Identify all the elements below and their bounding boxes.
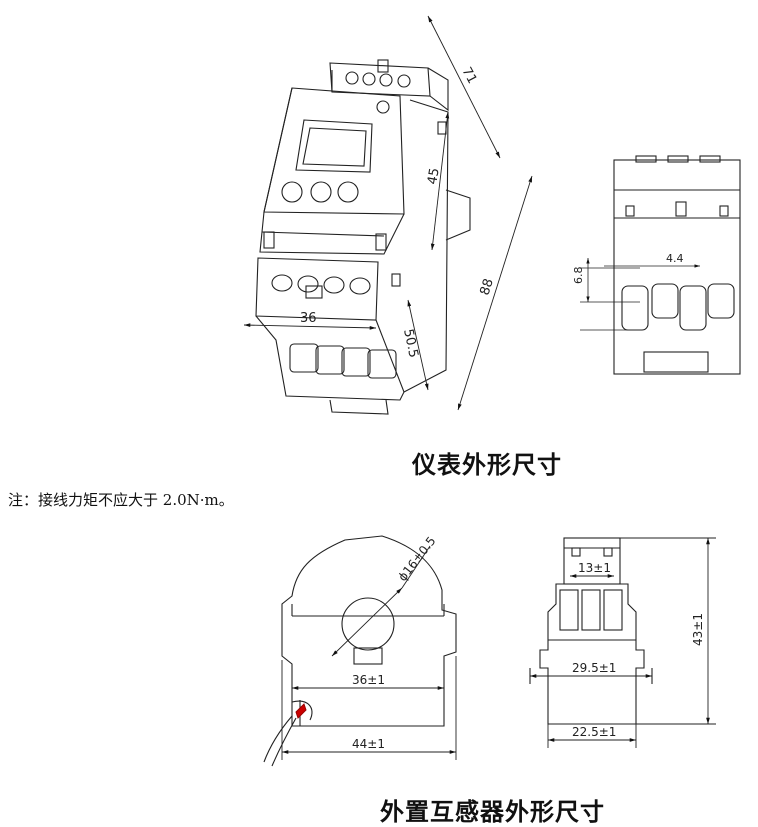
dim-lower-depth: 50.5 [400,328,421,359]
dim-total-depth: 71 [458,65,479,87]
dim-terminal-pitch: 6.8 [572,267,585,285]
terminal-dimension-lines [580,258,700,331]
ct-wire-marker [295,703,307,719]
dim-mid-width: 29.5±1 [572,661,616,675]
torque-note: 注：接线力矩不应大于 2.0N·m。 [8,491,234,509]
meter-dimension-lines [243,15,533,411]
ct-front-view [263,535,457,767]
dim-base-width: 22.5±1 [572,725,616,739]
dim-ct-height: 43±1 [691,613,705,646]
dim-module-depth: 45 [425,167,443,186]
terminal-dimension-labels: 6.8 4.4 [572,252,684,284]
dim-height: 88 [478,277,497,297]
ct-front-dimension-lines [281,545,457,760]
meter-isometric-view [255,59,471,415]
meter-caption: 仪表外形尺寸 [412,450,562,479]
ct-side-dimension-lines [530,537,716,748]
dim-top-width: 13±1 [578,561,611,575]
dim-hole-diameter: ϕ16±0.5 [395,534,438,584]
dim-inner-width: 36±1 [352,673,385,687]
dim-width: 36 [300,311,317,326]
ct-caption: 外置互感器外形尺寸 [380,797,605,826]
ct-side-dimension-labels: 13±1 29.5±1 22.5±1 43±1 [572,561,705,739]
meter-side-view [613,155,741,375]
dim-outer-width: 44±1 [352,737,385,751]
meter-dimension-labels: 71 45 88 36 50.5 [300,65,497,359]
dim-terminal-hole: 4.4 [666,252,684,265]
ct-front-dimension-labels: ϕ16±0.5 36±1 44±1 [352,534,439,751]
